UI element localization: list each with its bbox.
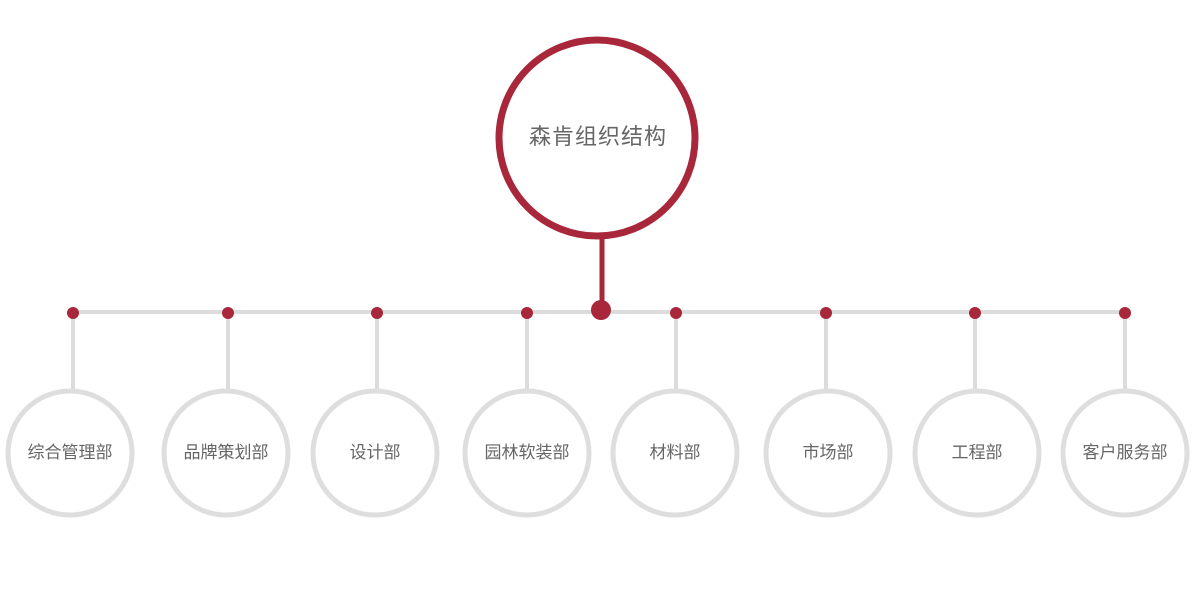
dept-junction-dot xyxy=(969,307,981,319)
dept-junction-dot xyxy=(521,307,533,319)
dept-node-circle xyxy=(462,388,592,518)
dept-node-circle xyxy=(912,388,1042,518)
dept-junction-dot xyxy=(222,307,234,319)
dept-junction-dot xyxy=(820,307,832,319)
dept-node-circle xyxy=(610,388,740,518)
dept-junction-dot xyxy=(1119,307,1131,319)
dept-junction-dot xyxy=(670,307,682,319)
dept-node-circle xyxy=(763,388,893,518)
dept-node-circle xyxy=(5,388,135,518)
dept-node-circle xyxy=(161,388,291,518)
dept-junction-dot xyxy=(371,307,383,319)
dept-node-circle xyxy=(1060,388,1190,518)
dept-junction-dot xyxy=(67,307,79,319)
dept-node-circle xyxy=(310,388,440,518)
root-junction-dot xyxy=(591,300,611,320)
root-node-circle xyxy=(495,36,699,240)
